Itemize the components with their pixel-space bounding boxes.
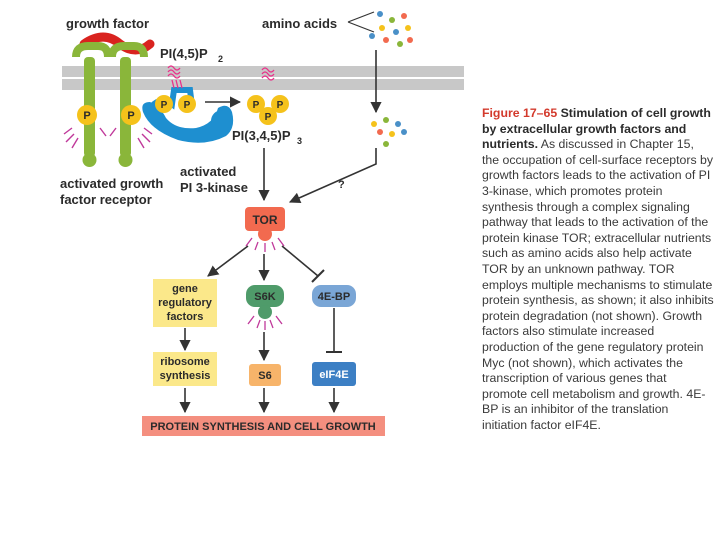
receptor-phosphate-left: P [77,105,97,125]
amino-acids-to-tor-arrow [288,148,377,204]
receptor-activation-rays [63,127,153,149]
figure-title: Stimulation of cell growth by extracellu… [482,106,711,152]
amino-acid-molecules-inside [371,117,407,147]
eif4e-protein: eIF4E [312,362,356,386]
svg-text:gene: gene [172,283,198,295]
tor-kinase: TOR [245,207,285,241]
svg-text:P: P [253,100,260,111]
tor-inhibits-4ebp [281,245,325,283]
s6k-kinase: S6K [246,285,284,319]
activated-receptor-label: activated growth factor receptor [60,176,163,207]
figure-caption-body: As discussed in Chapter 15, the occupati… [482,137,714,432]
figure-label: Figure 17–65 [482,106,558,120]
4e-bp-protein: 4E-BP [312,285,356,307]
svg-text:regulatory: regulatory [158,297,213,309]
svg-text:activated: activated [180,164,236,179]
ribosome-synthesis-box: ribosome synthesis [153,352,217,386]
activated-pi3k-label: activated PI 3-kinase [180,164,248,195]
pip3-label: PI(3,4,5)P 3 [232,128,302,146]
tor-to-gene-regulatory-arrow [207,245,249,277]
s6-protein: S6 [249,364,281,386]
svg-text:factors: factors [167,311,204,323]
svg-text:3: 3 [297,136,302,146]
svg-text:PI(3,4,5)P: PI(3,4,5)P [232,128,291,143]
svg-text:synthesis: synthesis [160,370,211,382]
svg-text:factor receptor: factor receptor [60,192,152,207]
protein-synthesis-outcome-box: PROTEIN SYNTHESIS AND CELL GROWTH [142,416,385,436]
s6k-activation-rays [247,315,283,330]
svg-text:PI 3-kinase: PI 3-kinase [180,180,248,195]
svg-text:P: P [265,112,272,123]
svg-text:P: P [83,110,90,122]
pip2-lipid: P P [155,79,196,113]
svg-text:2: 2 [218,54,223,64]
svg-text:PI(4,5)P: PI(4,5)P [160,46,208,61]
tor-activation-rays [245,237,285,252]
4e-bp-inhibits-eif4e [326,308,342,353]
growth-factor-receptor [72,32,155,167]
svg-text:PROTEIN SYNTHESIS AND CELL GRO: PROTEIN SYNTHESIS AND CELL GROWTH [150,421,376,433]
svg-text:P: P [277,100,284,111]
svg-text:activated growth: activated growth [60,176,163,191]
pip2-label: PI(4,5)P 2 [160,46,223,64]
svg-text:S6K: S6K [254,291,275,303]
svg-text:TOR: TOR [252,213,277,227]
pip2-lipid-head [167,65,181,79]
growth-factor-label: growth factor [66,16,149,31]
svg-text:P: P [184,100,191,111]
svg-text:S6: S6 [258,370,271,382]
unknown-pathway-label: ? [338,179,345,191]
svg-text:4E-BP: 4E-BP [318,291,350,303]
figure-caption: Figure 17–65 Stimulation of cell growth … [482,106,714,433]
receptor-phosphate-right: P [121,105,141,125]
svg-text:eIF4E: eIF4E [319,369,348,381]
pip3-lipid: P P P [247,67,289,125]
svg-text:P: P [127,110,134,122]
gene-regulatory-factors-box: gene regulatory factors [153,279,217,327]
amino-acids-label: amino acids [262,16,337,31]
amino-acid-molecules-outside [347,11,413,47]
svg-text:ribosome: ribosome [160,356,210,368]
svg-text:P: P [161,100,168,111]
